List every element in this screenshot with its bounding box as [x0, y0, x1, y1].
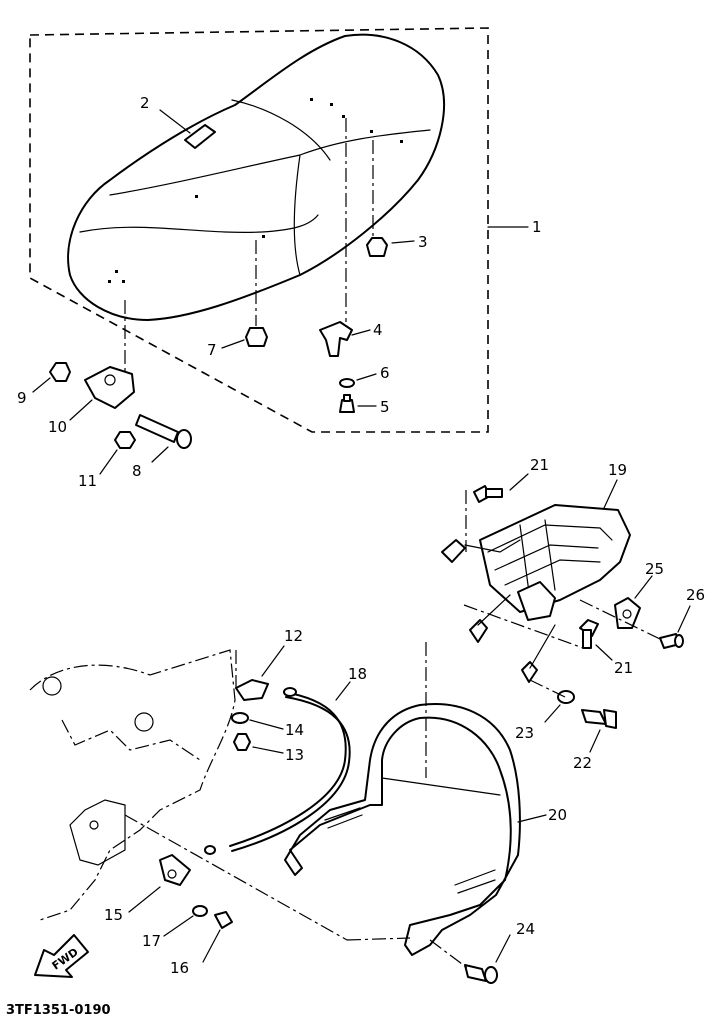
catch-bolt[interactable]: [214, 911, 233, 929]
callout-part-26: 26: [686, 586, 705, 604]
callout-part-21b: 21: [614, 659, 633, 677]
rear-carrier[interactable]: [441, 504, 631, 683]
callout-part-3: 3: [418, 233, 428, 251]
grab-bar-bracket[interactable]: [614, 597, 641, 629]
callout-part-22: 22: [573, 754, 592, 772]
callout-part-19: 19: [608, 461, 627, 479]
seat[interactable]: [67, 33, 445, 321]
seat-assembly-boundary: [29, 27, 489, 433]
callout-part-10: 10: [48, 418, 67, 436]
callout-part-14: 14: [285, 721, 304, 739]
callout-part-9: 9: [17, 389, 27, 407]
collar-nut[interactable]: [114, 431, 136, 449]
callout-part-20: 20: [548, 806, 567, 824]
lever-nut[interactable]: [233, 733, 251, 751]
seat-bracket[interactable]: [319, 321, 353, 357]
carrier-bolt-lower[interactable]: [579, 619, 599, 649]
grab-bar-bolt[interactable]: [581, 709, 617, 729]
bolt[interactable]: [339, 394, 355, 413]
callout-part-21a: 21: [530, 456, 549, 474]
seat-lock-cable[interactable]: [204, 687, 351, 855]
grab-bar-mount-bolt[interactable]: [464, 964, 498, 984]
bracket-bolt[interactable]: [659, 633, 684, 649]
callout-part-2: 2: [140, 94, 150, 112]
seat-lock-bracket[interactable]: [84, 366, 135, 409]
callout-part-8: 8: [132, 462, 142, 480]
drawing-code: 3TF1351-0190: [6, 1003, 111, 1018]
callout-part-11: 11: [78, 472, 97, 490]
grab-bar[interactable]: [284, 703, 521, 956]
callout-part-15: 15: [104, 906, 123, 924]
callout-part-12: 12: [284, 627, 303, 645]
callout-part-16: 16: [170, 959, 189, 977]
nut[interactable]: [49, 362, 71, 382]
callout-part-7: 7: [207, 341, 217, 359]
callout-part-1: 1: [532, 218, 542, 236]
callout-part-5: 5: [380, 398, 390, 416]
seat-lock-catch[interactable]: [159, 854, 191, 886]
seat-lock-lever[interactable]: [235, 679, 269, 701]
callout-part-18: 18: [348, 665, 367, 683]
seat-damper[interactable]: [366, 237, 388, 257]
callout-part-13: 13: [285, 746, 304, 764]
callout-part-24: 24: [516, 920, 535, 938]
catch-washer[interactable]: [192, 905, 208, 917]
frame-outline: [29, 649, 236, 921]
lever-washer[interactable]: [231, 712, 249, 724]
callout-part-4: 4: [373, 321, 383, 339]
carrier-bolt[interactable]: [473, 485, 503, 503]
seat-pin[interactable]: [135, 414, 192, 449]
washer[interactable]: [339, 378, 355, 388]
seat-lock-striker[interactable]: [184, 124, 216, 149]
seat-damper-rear[interactable]: [245, 327, 268, 347]
spacer-washer[interactable]: [557, 690, 575, 704]
callout-part-25: 25: [645, 560, 664, 578]
callout-part-6: 6: [380, 364, 390, 382]
callout-part-17: 17: [142, 932, 161, 950]
forward-direction-arrow: FWD: [34, 934, 89, 978]
callout-part-23: 23: [515, 724, 534, 742]
